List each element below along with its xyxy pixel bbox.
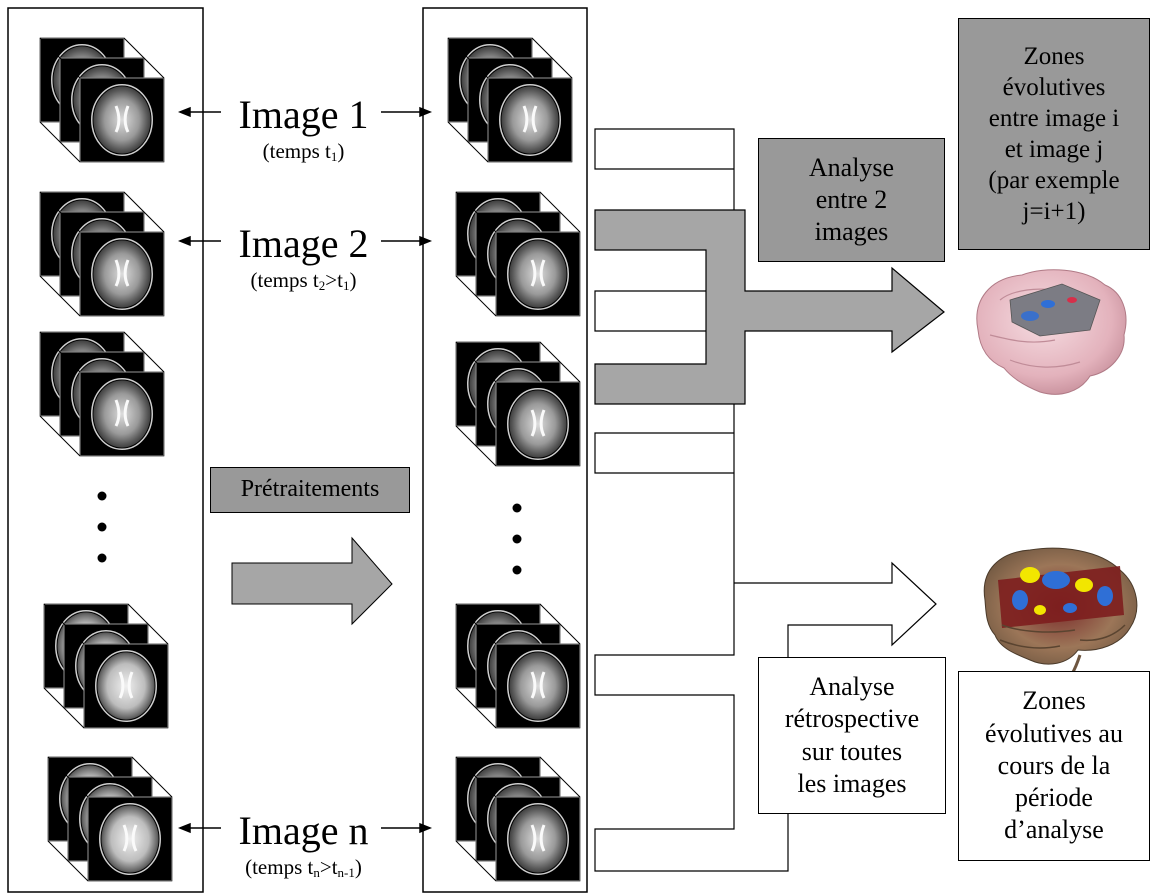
mri-stack-right-2 [455, 191, 581, 317]
mri-stack-right-1 [447, 37, 573, 163]
image-1-time-suffix: ) [337, 139, 345, 163]
image-n-time-suffix: ) [354, 855, 362, 879]
pairwise-connectors [594, 209, 945, 405]
mri-stack-left-4 [43, 603, 169, 729]
mri-stack-left-2 [39, 191, 165, 317]
image-n-time-sub-a: n [313, 865, 320, 880]
mri-stack-right-n [455, 756, 581, 882]
mri-stack-left-3 [39, 331, 165, 457]
source-images-column [7, 7, 204, 893]
image-1-label: Image 1 [238, 92, 369, 137]
image-1-time-sub: 1 [330, 149, 338, 164]
analyse-2-images-box: Analyse entre 2 images [758, 138, 945, 262]
ellipsis-dots-right [512, 503, 522, 575]
mri-stack-left-n [47, 756, 173, 882]
analyse-retrospective-box: Analyse rétrospective sur toutes les ima… [758, 657, 946, 814]
image-2-time-sub-a: 2 [318, 278, 326, 293]
retrospective-connectors [594, 128, 937, 872]
image-2-time-mid: >t [325, 268, 343, 292]
brain-render-pairwise [976, 269, 1127, 395]
image-1-time-prefix: (temps t [262, 139, 331, 163]
image-label-arrows [177, 106, 433, 834]
mri-stack-left-1 [39, 37, 165, 163]
image-n-time-mid: >t [319, 855, 338, 879]
brain-render-retrospective [983, 547, 1138, 686]
image-2-time-suffix: ) [349, 268, 357, 292]
zones-evolutives-periode-box: Zones évolutives au cours de la période … [958, 671, 1150, 861]
ellipsis-dots-left [97, 491, 107, 563]
preprocessing-arrow [231, 536, 393, 626]
preprocessed-images-column [422, 7, 588, 893]
image-n-time-sub-b: n-1 [337, 865, 355, 880]
image-1-time: (temps t1) [226, 139, 381, 164]
image-2-label: Image 2 [238, 221, 369, 266]
image-2-time-sub-b: 1 [342, 278, 350, 293]
pretraitements-box: Prétraitements [210, 467, 410, 513]
image-2-time: (temps t2>t1) [216, 268, 391, 293]
zones-evolutives-ij-box: Zones évolutives entre image i et image … [958, 18, 1150, 250]
image-n-time: (temps tn>tn-1) [211, 855, 396, 880]
image-n-label: Image n [238, 808, 369, 853]
mri-stack-right-4 [455, 603, 581, 729]
mri-stack-right-3 [455, 341, 581, 467]
image-n-time-prefix: (temps t [245, 855, 314, 879]
image-2-time-prefix: (temps t [250, 268, 319, 292]
